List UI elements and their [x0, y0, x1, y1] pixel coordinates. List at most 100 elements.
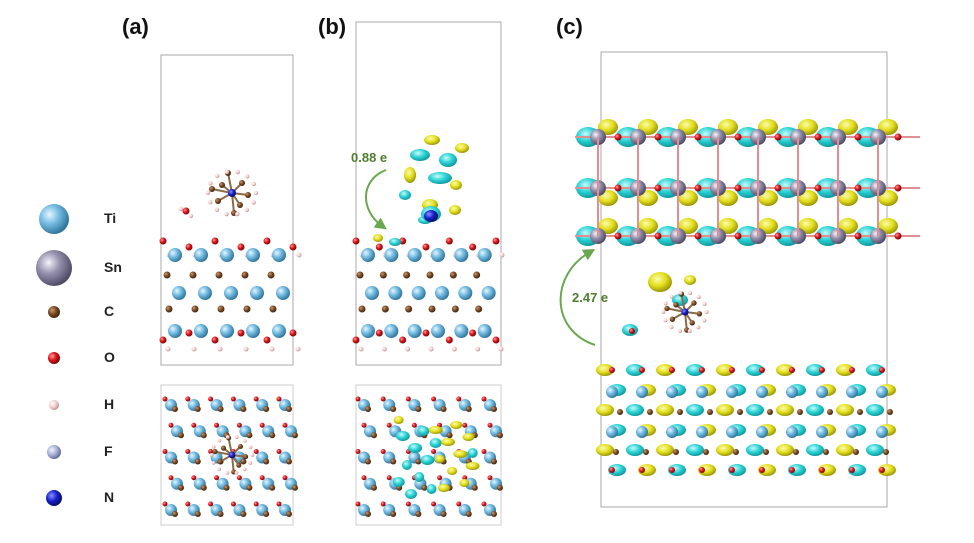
atom-h [451, 346, 457, 352]
panel-label-b: (b) [318, 14, 347, 39]
atom-ti [272, 248, 286, 262]
atom-ti [756, 386, 768, 398]
atom-o [411, 422, 417, 428]
atom-h [704, 310, 709, 314]
atom-ti [224, 286, 238, 300]
cell-outline-b [355, 21, 502, 366]
atom-o [609, 367, 615, 373]
atom-h [208, 181, 213, 186]
atom-c [415, 406, 422, 412]
atom-o [734, 184, 742, 192]
atom-o [276, 501, 282, 507]
atom-o [182, 207, 190, 215]
atom-o [469, 329, 477, 337]
isosurface-depletion [746, 364, 764, 376]
isosurface-depletion [746, 444, 764, 456]
atom-o [380, 396, 386, 402]
isosurface-accumulation [656, 364, 674, 376]
atom-h [696, 325, 701, 330]
atom-c [471, 484, 478, 491]
atom-o [399, 336, 407, 344]
atom-o [734, 232, 742, 240]
atom-ti [846, 426, 858, 438]
atom-c [220, 445, 227, 451]
atom-c [178, 432, 184, 439]
atom-h [225, 435, 230, 439]
isosurface-accumulation [758, 464, 776, 476]
atom-ti [431, 248, 445, 262]
atom-h [235, 211, 240, 217]
atom-o [639, 367, 645, 373]
atom-c [491, 406, 497, 412]
isosurface-depletion [408, 443, 423, 453]
atom-c [696, 311, 703, 317]
atom-c [887, 409, 893, 415]
atom-ti [435, 286, 449, 300]
atom-o [236, 475, 242, 481]
atom-o [437, 475, 443, 481]
isosurface-accumulation [716, 364, 734, 376]
atom-c [691, 300, 697, 306]
isosurface-depletion [686, 364, 704, 376]
atom-o [168, 422, 174, 428]
atom-h [208, 200, 213, 205]
atom-o [263, 237, 271, 245]
atom-h [214, 207, 220, 213]
charge-transfer-b: 0.88 e [351, 150, 388, 165]
isosurface-depletion [392, 477, 405, 487]
atom-ti [411, 286, 426, 300]
atom-o [230, 396, 236, 402]
atom-c [217, 305, 225, 313]
atom-o [230, 501, 236, 507]
atom-o [289, 329, 297, 337]
atom-o [487, 475, 493, 481]
atom-ti [250, 286, 264, 300]
atom-o [431, 449, 437, 454]
atom-c [212, 449, 218, 455]
atom-ti [365, 286, 379, 300]
atom-h [234, 471, 239, 475]
atom-o [405, 396, 411, 402]
atom-o [431, 396, 437, 402]
atom-h [253, 190, 259, 196]
isosurface-accumulation [450, 180, 462, 190]
atom-ti [666, 426, 678, 438]
legend-swatch-c [48, 306, 60, 318]
isosurface-accumulation [698, 464, 716, 476]
atom-o [276, 396, 282, 402]
atom-o [699, 467, 705, 473]
atom-o [669, 367, 675, 373]
atom-o [759, 467, 765, 473]
atom-o [814, 133, 822, 141]
isosurface-depletion [428, 172, 452, 184]
isosurface-accumulation [596, 364, 614, 376]
isosurface-depletion [626, 404, 644, 416]
legend-label-o: O [104, 349, 115, 365]
atom-c [189, 271, 197, 279]
isosurface-accumulation [656, 444, 674, 456]
isosurface-accumulation [596, 404, 614, 416]
atom-h [669, 325, 674, 330]
atom-ti [198, 286, 212, 300]
atom-c [677, 409, 683, 415]
atom-c [883, 449, 889, 455]
isosurface-depletion [626, 444, 644, 456]
atom-o [355, 501, 361, 507]
atom-n [681, 308, 689, 316]
atom-ti [876, 386, 888, 398]
atom-h [250, 453, 255, 457]
atom-o [729, 467, 735, 473]
atom-c [426, 271, 434, 279]
legend-swatch-f [47, 445, 61, 459]
atom-o [211, 336, 219, 344]
atom-c [371, 432, 377, 439]
isosurface-depletion [401, 460, 412, 470]
atom-h [244, 207, 250, 213]
atom-h [498, 346, 504, 352]
atom-c [707, 409, 713, 415]
atom-o [774, 133, 782, 141]
atom-ti [388, 286, 403, 300]
atom-c [246, 484, 253, 491]
atom-c [240, 458, 247, 465]
isosurface-accumulation [776, 364, 794, 376]
